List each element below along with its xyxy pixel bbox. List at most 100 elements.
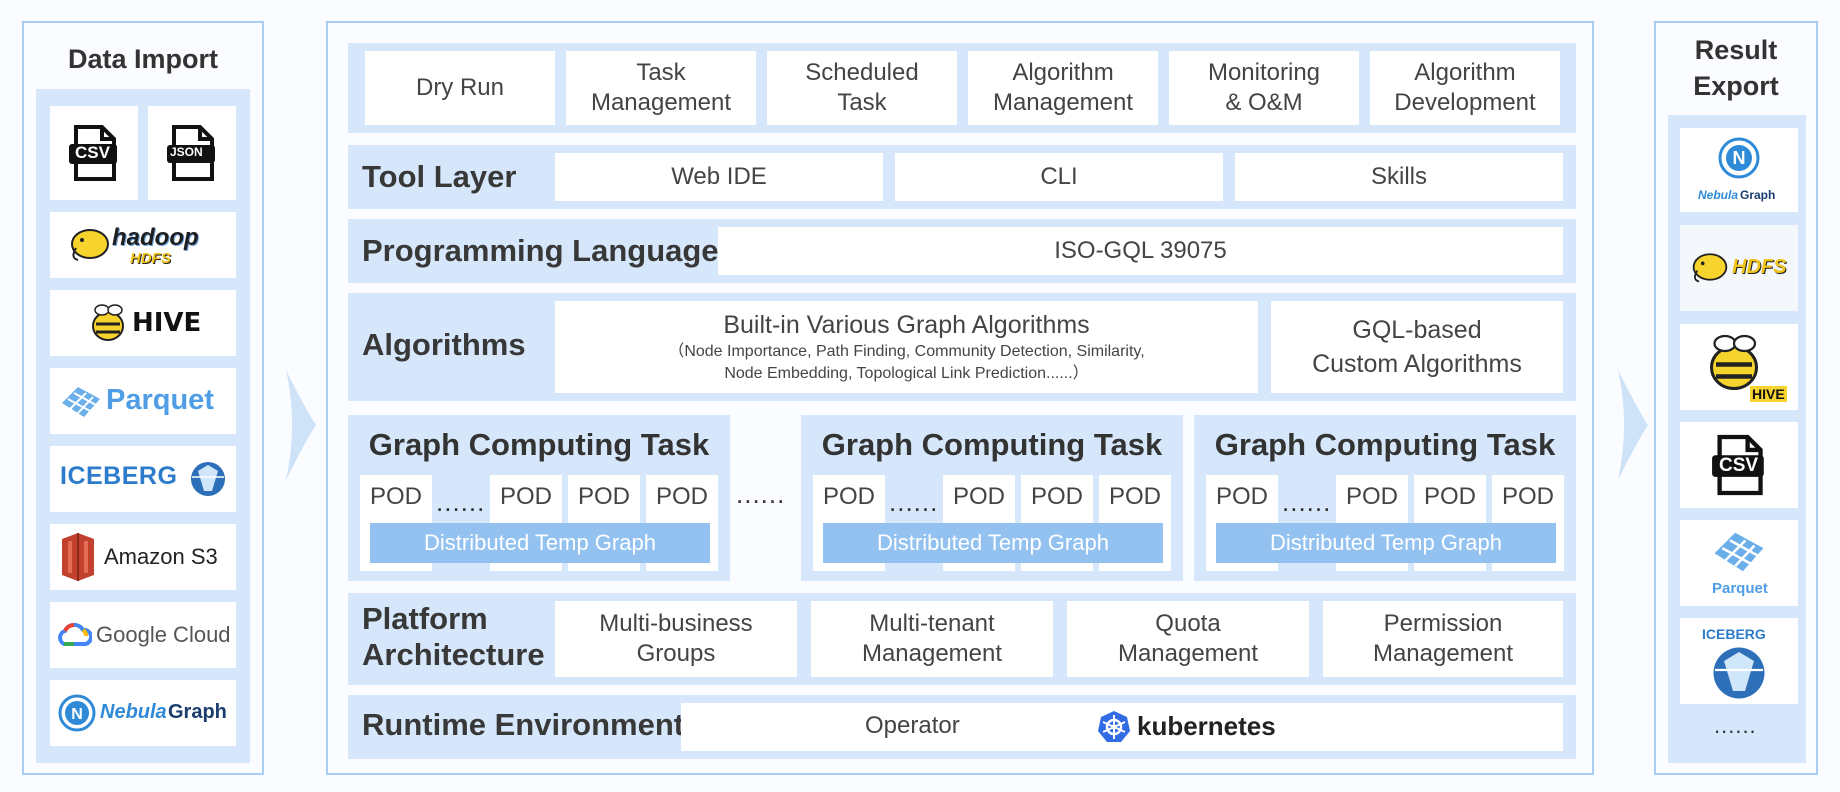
graph-computing-task-1-title: Graph Computing Task	[368, 427, 710, 462]
result-export-list: N Nebula Graph HDFS HIVE	[1668, 115, 1806, 763]
hive-label: HIVE	[132, 308, 202, 338]
export-hive-label: HIVE	[1750, 386, 1787, 402]
algorithm-development-box[interactable]: Algorithm Development	[1370, 51, 1560, 125]
between-tasks-dots: ......	[736, 479, 786, 509]
tool-layer-row: Tool Layer Web IDE CLI Skills	[348, 145, 1576, 209]
permission-management-label: Permission Management	[1372, 610, 1514, 667]
runtime-environment-label: Runtime Environment	[362, 707, 685, 742]
skills-box[interactable]: Skills	[1235, 153, 1563, 201]
iso-gql-label: ISO-GQL 39075	[1054, 237, 1227, 264]
programming-language-row: Programming Language ISO-GQL 39075	[348, 219, 1576, 283]
cli-box[interactable]: CLI	[895, 153, 1223, 201]
algorithms-row: Algorithms Built-in Various Graph Algori…	[348, 293, 1576, 401]
export-more-dots: ......	[1714, 713, 1757, 738]
export-nebula-icon: N	[1718, 137, 1760, 179]
export-hive-tile: HIVE	[1680, 324, 1798, 410]
web-ide-box[interactable]: Web IDE	[555, 153, 883, 201]
algorithm-development-label: Algorithm Development	[1394, 59, 1536, 116]
hadoop-hdfs-tile: hadoop HDFS	[50, 212, 236, 278]
google-cloud-tile: Google Cloud	[50, 602, 236, 668]
google-cloud-icon	[58, 622, 92, 646]
custom-algorithms-line-2: Custom Algorithms	[1312, 350, 1522, 378]
platform-architecture-label-2: Architecture	[362, 637, 545, 672]
hadoop-elephant-icon	[71, 229, 109, 261]
cli-label: CLI	[1040, 163, 1078, 190]
pod-dots-2: ......	[889, 487, 939, 517]
export-hdfs-tile: HDFS	[1680, 225, 1798, 311]
export-graph-label: Graph	[1740, 188, 1776, 202]
export-nebula-label: Nebula	[1698, 188, 1739, 202]
json-file-icon	[167, 125, 215, 181]
export-hdfs-label: HDFS	[1732, 256, 1787, 278]
custom-algorithms-box[interactable]: GQL-based Custom Algorithms	[1271, 301, 1563, 393]
export-iceberg-tile: ICEBERG	[1680, 618, 1798, 704]
builtin-algorithms-title: Built-in Various Graph Algorithms	[723, 311, 1090, 339]
import-arrow-icon	[286, 370, 316, 480]
pod-dots-3: ......	[1282, 487, 1332, 517]
graph-computing-task-1: Graph Computing Task POD ...... POD POD …	[348, 415, 730, 581]
hive-tile: HIVE	[50, 290, 236, 356]
iso-gql-box[interactable]: ISO-GQL 39075	[718, 227, 1563, 275]
graph-computing-task-2-title: Graph Computing Task	[821, 427, 1163, 462]
data-import-panel: Data Import CSV JSON	[22, 21, 264, 775]
data-import-title: Data Import	[67, 44, 219, 74]
pod-dots-1: ......	[436, 487, 486, 517]
export-arrow-icon	[1618, 370, 1648, 480]
json-label: JSON	[170, 145, 203, 159]
operator-label: Operator	[865, 712, 960, 739]
iceberg-globe-icon	[191, 462, 225, 496]
hive-bee-icon	[92, 304, 124, 341]
export-csv-tile: CSV	[1680, 422, 1798, 508]
tool-layer-label: Tool Layer	[362, 159, 517, 194]
svg-text:N: N	[71, 706, 83, 723]
result-export-title-1: Result	[1694, 35, 1778, 65]
task-management-box[interactable]: Task Management	[566, 51, 756, 125]
distributed-temp-graph-1: Distributed Temp Graph	[370, 523, 710, 563]
export-nebulagraph-tile: N Nebula Graph	[1680, 128, 1798, 212]
iceberg-tile: ICEBERG	[50, 446, 236, 512]
svg-text:N: N	[1733, 148, 1746, 168]
scheduled-task-box[interactable]: Scheduled Task	[767, 51, 957, 125]
operator-kubernetes-box[interactable]: Operator kubernetes	[681, 703, 1563, 751]
amazon-s3-label: Amazon S3	[104, 544, 218, 569]
data-import-list: CSV JSON hadoop HDFS	[36, 89, 250, 763]
graph-computing-task-3: Graph Computing Task POD ...... POD POD …	[1194, 415, 1576, 581]
csv-file-icon	[69, 125, 117, 181]
export-parquet-icon	[1714, 532, 1764, 572]
export-parquet-tile: Parquet	[1680, 520, 1798, 606]
dry-run-box[interactable]: Dry Run	[365, 51, 555, 125]
algorithm-management-box[interactable]: Algorithm Management	[968, 51, 1158, 125]
distributed-temp-graph-2: Distributed Temp Graph	[823, 523, 1163, 563]
platform-panel: Dry Run Task Management Scheduled Task A…	[326, 21, 1594, 775]
runtime-environment-row: Runtime Environment Operator kubernetes	[348, 695, 1576, 759]
dry-run-label: Dry Run	[415, 74, 505, 101]
quota-management-box[interactable]: Quota Management	[1067, 601, 1309, 677]
task-management-label: Task Management	[590, 59, 732, 116]
multi-tenant-management-box[interactable]: Multi-tenant Management	[811, 601, 1053, 677]
permission-management-box[interactable]: Permission Management	[1323, 601, 1563, 677]
export-iceberg-label: ICEBERG	[1702, 626, 1766, 642]
multi-tenant-management-label: Multi-tenant Management	[861, 610, 1003, 667]
export-parquet-label: Parquet	[1712, 580, 1768, 597]
monitoring-om-label: Monitoring & O&M	[1207, 59, 1321, 116]
export-hadoop-elephant-icon	[1692, 253, 1728, 283]
aws-s3-bucket-icon	[62, 533, 94, 581]
amazon-s3-tile: Amazon S3	[50, 524, 236, 590]
monitoring-om-box[interactable]: Monitoring & O&M	[1169, 51, 1359, 125]
google-cloud-label: Google Cloud	[96, 622, 231, 647]
algorithms-label: Algorithms	[362, 327, 526, 362]
graph-computing-task-2: Graph Computing Task POD ...... POD POD …	[801, 415, 1183, 581]
web-ide-label: Web IDE	[671, 163, 767, 190]
multi-business-groups-box[interactable]: Multi-business Groups	[555, 601, 797, 677]
export-hive-bee-icon	[1710, 334, 1758, 390]
graph-computing-task-3-title: Graph Computing Task	[1214, 427, 1556, 462]
quota-management-label: Quota Management	[1117, 610, 1259, 667]
distributed-temp-graph-3: Distributed Temp Graph	[1216, 523, 1556, 563]
platform-architecture-row: Platform Architecture Multi-business Gro…	[348, 593, 1576, 685]
kubernetes-label: kubernetes	[1137, 711, 1276, 741]
nebula-logo-icon: N	[58, 694, 96, 732]
json-tile: JSON	[148, 106, 236, 200]
parquet-label: Parquet	[106, 384, 214, 416]
builtin-algorithms-box[interactable]: Built-in Various Graph Algorithms （Node …	[555, 301, 1258, 393]
result-export-panel: Result Export N Nebula Graph HDFS	[1654, 21, 1818, 775]
